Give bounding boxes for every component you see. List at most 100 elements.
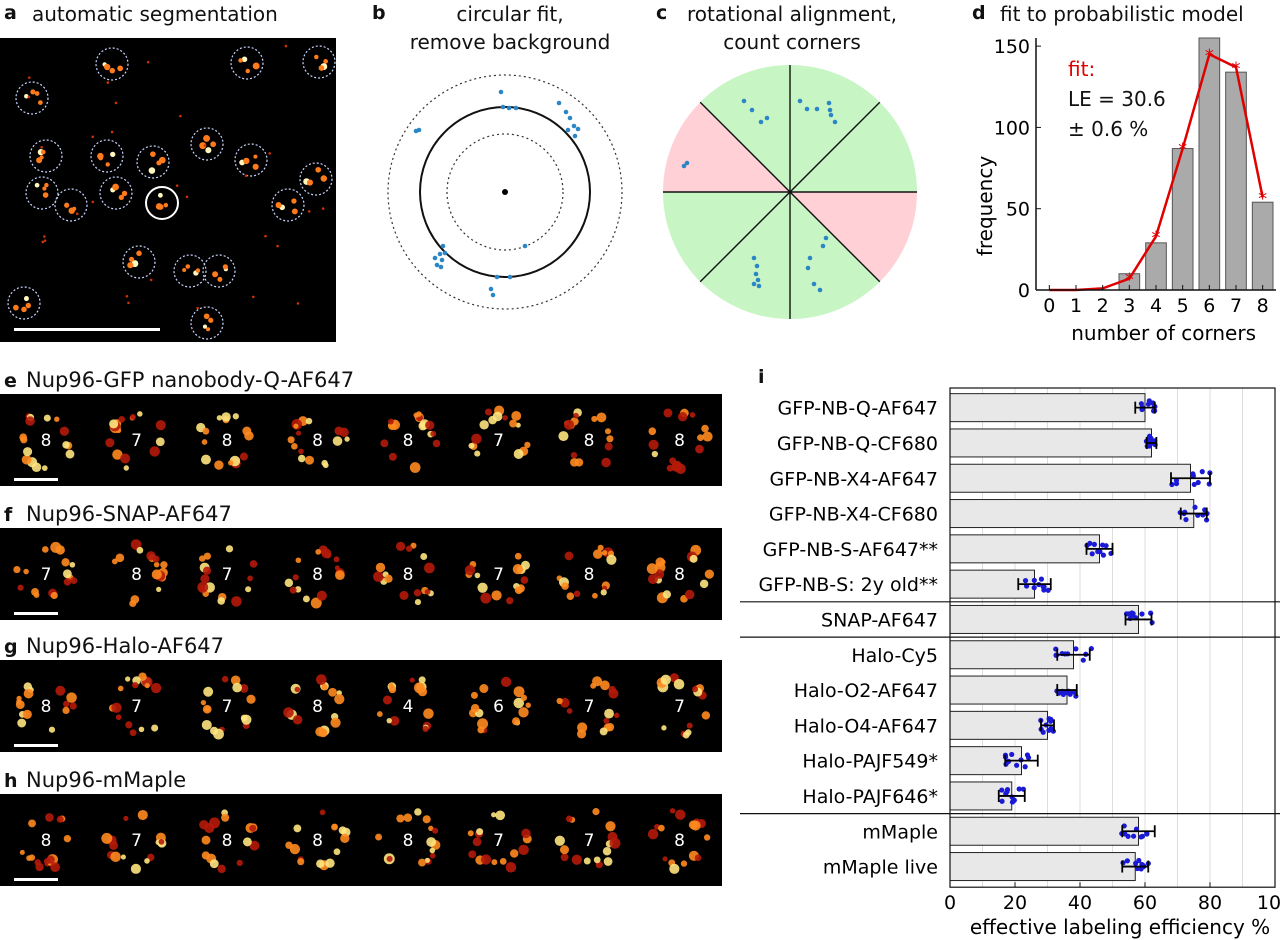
fit-marker: * [1205, 45, 1214, 66]
background-spot [307, 210, 311, 213]
segmentation-spot [212, 271, 219, 278]
pore-spot [289, 843, 301, 855]
fit-marker: * [1232, 58, 1241, 79]
pore-spot [295, 557, 302, 564]
pore-spot [422, 725, 429, 733]
pore-spot [156, 586, 162, 592]
sector [700, 65, 790, 192]
pore-spot [514, 586, 523, 595]
pore-spot [376, 711, 383, 718]
pore-spot [474, 572, 481, 579]
background-spot [127, 301, 130, 305]
background-spot [43, 235, 46, 238]
histogram-x-tick-label: 5 [1177, 295, 1189, 317]
pore-spot [109, 840, 119, 850]
replicate-dot [1190, 473, 1196, 479]
corner-count: 8 [584, 431, 595, 451]
efficiency-bar [949, 393, 1146, 423]
row-title-g: Nup96-Halo-AF647 [26, 634, 225, 658]
efficiency-category-label: SNAP-AF647 [821, 609, 938, 631]
pore-spot [604, 708, 614, 719]
pore-spot [130, 863, 142, 874]
replicate-dot [1199, 469, 1205, 475]
pore-spot [605, 722, 615, 732]
segmentation-spot [320, 175, 328, 182]
background-spot [106, 81, 110, 84]
segmentation-spot [98, 155, 104, 161]
pore-spot [203, 552, 211, 560]
segmentation-spot [13, 304, 19, 311]
panel-label-i: i [758, 366, 765, 388]
pore-spot [48, 726, 56, 733]
fit-marker: * [1125, 270, 1134, 291]
histogram-y-tick-label: 100 [994, 117, 1030, 139]
pore-spot [559, 845, 570, 855]
efficiency-bar [949, 604, 1139, 634]
histogram-x-tick-label: 1 [1070, 295, 1082, 317]
pore-spot [334, 693, 345, 705]
segmentation-spot [245, 68, 250, 74]
pore-spot [479, 420, 489, 430]
pore-spot [214, 460, 224, 470]
pore-spot [513, 697, 525, 709]
pore-spot [471, 433, 482, 445]
segmentation-ring [173, 254, 207, 288]
background-spot [284, 44, 288, 48]
pore-spot [605, 821, 616, 832]
pore-spot [563, 419, 575, 430]
pore-spot [287, 436, 295, 444]
pore-spot [63, 835, 72, 843]
pore-spot [564, 551, 574, 561]
segmentation-ring [190, 127, 224, 161]
pore-spot [332, 436, 343, 446]
segmentation-spot [182, 267, 187, 273]
efficiency-category-label: GFP-NB-S: 2y old** [759, 574, 939, 596]
efficiency-bar [949, 428, 1152, 458]
pore-spot [203, 686, 214, 697]
pore-spot [608, 688, 619, 699]
pore-spot [200, 454, 211, 465]
segmentation-ring [15, 81, 49, 115]
pore-spot [560, 853, 569, 862]
replicate-dot [1073, 693, 1079, 699]
pore-spot [43, 414, 51, 422]
background-spot [75, 212, 79, 216]
pore-spot [592, 592, 598, 599]
pore-spot [468, 442, 475, 449]
replicate-dot [1139, 833, 1146, 839]
pore-spot [132, 681, 139, 689]
corner-count: 8 [312, 565, 323, 585]
panel-title-b-line2: remove background [409, 30, 611, 54]
scale-bar [14, 612, 58, 615]
segmentation-spot [150, 151, 156, 157]
pore-spot [20, 436, 28, 444]
pore-spot [577, 722, 588, 733]
segmentation-ring [202, 254, 236, 288]
pore-spot [334, 426, 344, 436]
efficiency-x-tick-label: 40 [1068, 892, 1092, 914]
corner-count: 8 [312, 431, 323, 451]
pore-spot [424, 857, 430, 863]
background-spot [125, 294, 129, 298]
pore-spot [703, 834, 711, 841]
panel-title-c-line2: count corners [723, 30, 861, 54]
background-spot [244, 174, 248, 178]
pore-spot [556, 697, 563, 705]
pore-spot [375, 833, 383, 841]
sector [790, 102, 917, 192]
pore-spot [413, 589, 422, 597]
segmentation-spot [36, 157, 43, 164]
corner-count: 7 [222, 697, 233, 717]
pore-spot [298, 448, 304, 455]
pore-spot [704, 569, 714, 579]
pore-spot [34, 859, 41, 866]
histogram-ylabel: frequency [973, 156, 997, 256]
pore-spot [702, 431, 713, 442]
pore-spot [318, 728, 328, 738]
pore-spot [17, 584, 24, 591]
pore-spot [518, 707, 529, 718]
histogram-x-tick-label: 0 [1043, 295, 1055, 317]
background-spot [149, 278, 153, 282]
background-spot [41, 240, 45, 244]
